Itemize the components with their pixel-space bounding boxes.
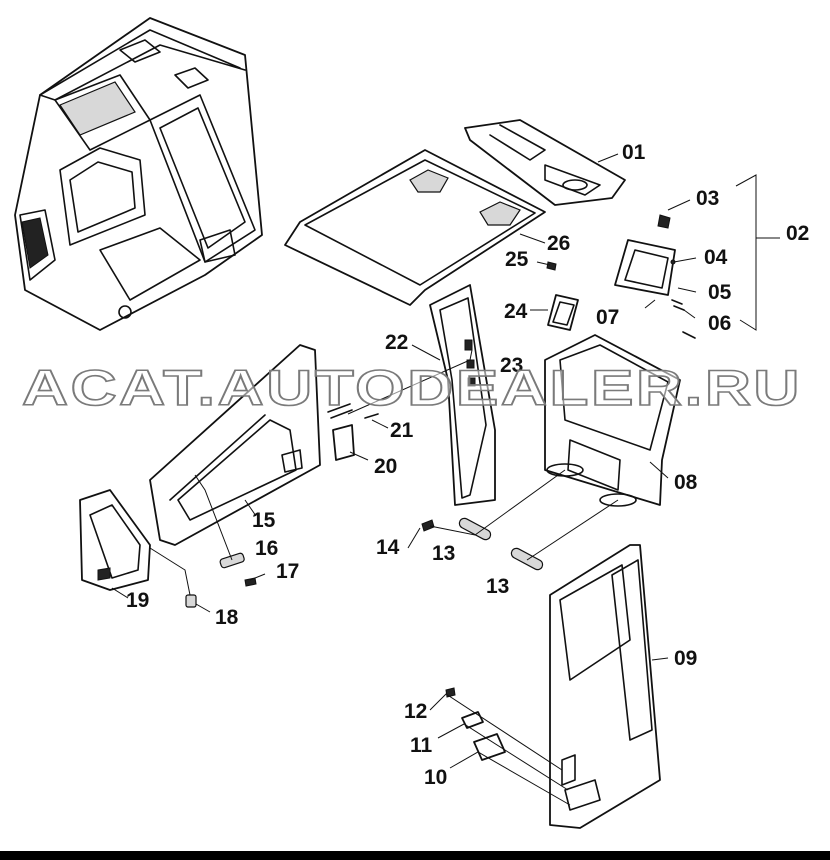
bottom-border [0, 851, 830, 860]
label-24: 24 [504, 300, 528, 323]
label-05: 05 [708, 281, 732, 304]
callout-labels: 01 02 03 04 05 06 07 08 09 10 11 12 13 1… [126, 141, 809, 789]
part-10-11-12-plates [445, 687, 506, 761]
part-13-14-fasteners [421, 517, 544, 571]
label-26: 26 [547, 232, 570, 255]
label-04: 04 [704, 246, 728, 269]
part-20-21-latch [327, 403, 379, 461]
part-04-07-lamp [614, 214, 696, 339]
label-11: 11 [410, 734, 433, 757]
label-10: 10 [424, 766, 447, 789]
watermark-text: ACAT.AUTODEALER.RU [22, 360, 802, 416]
label-13a: 13 [432, 542, 455, 565]
part-22-pillar-trim [429, 284, 496, 506]
cab-assembly [14, 17, 263, 331]
label-16: 16 [255, 537, 278, 560]
label-21: 21 [390, 419, 414, 442]
label-23: 23 [500, 354, 523, 377]
label-13b: 13 [486, 575, 509, 598]
label-07: 07 [596, 306, 619, 329]
part-19-console [79, 489, 151, 591]
leader-lines [111, 153, 780, 806]
label-20: 20 [374, 455, 397, 478]
label-06: 06 [708, 312, 731, 335]
label-25: 25 [505, 248, 529, 271]
label-08: 08 [674, 471, 698, 494]
label-19: 19 [126, 589, 149, 612]
label-22: 22 [385, 331, 408, 354]
part-26-roof-liner [284, 149, 546, 306]
label-18: 18 [215, 606, 239, 629]
part-16-17-18-small [185, 552, 257, 608]
label-17: 17 [276, 560, 299, 583]
part-01-bracket [464, 119, 626, 206]
label-09: 09 [674, 647, 697, 670]
part-15-side-panel [149, 344, 321, 546]
label-15: 15 [252, 509, 276, 532]
label-02: 02 [786, 222, 809, 245]
label-14: 14 [376, 536, 400, 559]
label-03: 03 [696, 187, 719, 210]
part-24-25-clip [546, 261, 579, 331]
part-09-door-trim [549, 544, 661, 829]
label-12: 12 [404, 700, 427, 723]
label-01: 01 [622, 141, 646, 164]
part-08-rear-panel [544, 334, 681, 507]
